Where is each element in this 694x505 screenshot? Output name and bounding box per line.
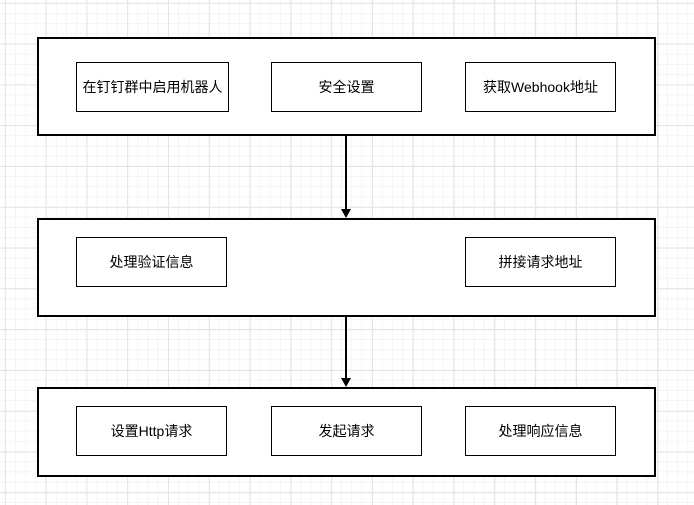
arrowhead-down-icon	[341, 209, 351, 218]
flow-node-security-settings[interactable]: 安全设置	[271, 62, 422, 112]
flow-node-send-request[interactable]: 发起请求	[271, 406, 422, 456]
connector-arrow-1[interactable]	[340, 136, 352, 218]
flow-node-get-webhook[interactable]: 获取Webhook地址	[465, 62, 616, 112]
arrowhead-down-icon	[341, 378, 351, 387]
flow-node-handle-response[interactable]: 处理响应信息	[465, 406, 616, 456]
connector-line	[345, 317, 347, 380]
flow-node-set-http-request[interactable]: 设置Http请求	[76, 406, 227, 456]
flow-node-enable-robot[interactable]: 在钉钉群中启用机器人	[76, 62, 229, 112]
flow-node-verify-info[interactable]: 处理验证信息	[76, 237, 227, 287]
connector-arrow-2[interactable]	[340, 317, 352, 387]
connector-line	[345, 136, 347, 211]
flow-node-concat-url[interactable]: 拼接请求地址	[465, 237, 616, 287]
